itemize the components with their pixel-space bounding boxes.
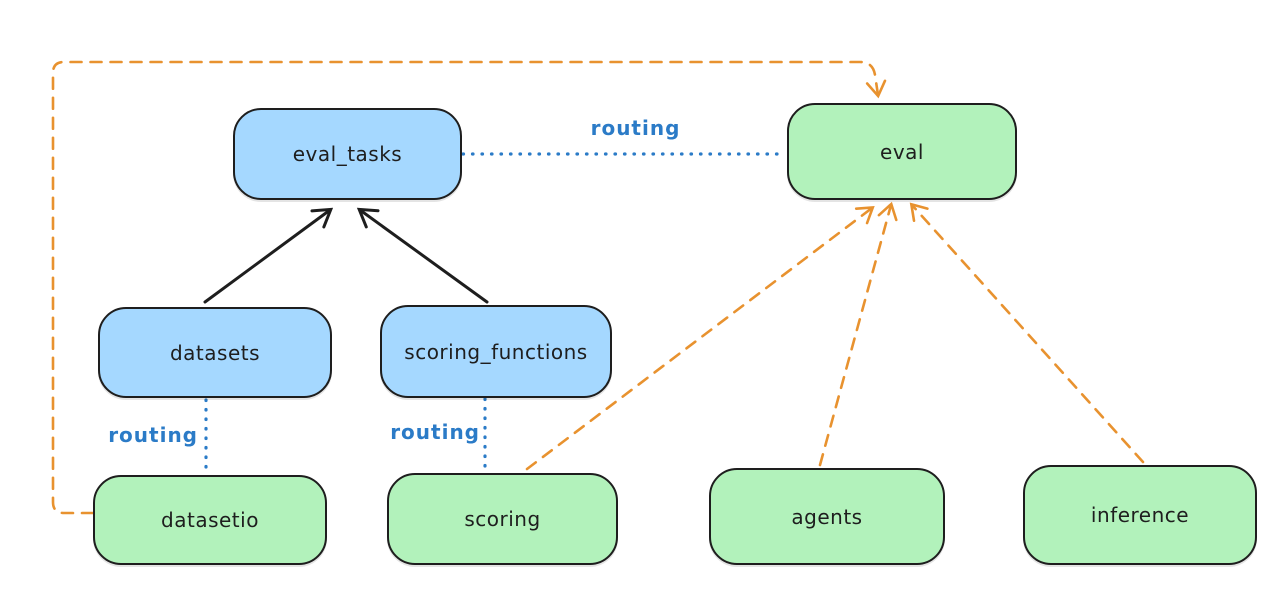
edge-label-routing-datasets-datasetio: routing [108,423,198,447]
node-scoring-label: scoring [464,507,541,531]
node-agents-label: agents [791,504,863,529]
edge-datasets-to-eval-tasks [203,207,334,304]
node-eval-label: eval [880,139,924,164]
node-eval-tasks-label: eval_tasks [292,142,403,166]
node-datasetio[interactable]: datasetio [93,475,327,565]
edge-datasetio-to-eval [51,60,887,515]
node-datasets[interactable]: datasets [98,307,332,398]
edge-agents-to-eval [818,201,898,467]
node-eval-tasks[interactable]: eval_tasks [233,108,462,200]
node-scoring-functions[interactable]: scoring_functions [380,305,612,398]
node-inference-label: inference [1090,503,1190,527]
node-scoring[interactable]: scoring [387,473,618,565]
edge-label-routing-eval-tasks-eval: routing [590,116,681,140]
node-agents[interactable]: agents [709,468,945,565]
node-scoring-functions-label: scoring_functions [404,339,588,364]
node-eval[interactable]: eval [787,103,1017,200]
edge-inference-to-eval [909,202,1145,464]
node-inference[interactable]: inference [1023,465,1257,565]
node-datasets-label: datasets [169,340,261,365]
edge-scoring-functions-to-eval-tasks [356,207,489,304]
edge-label-routing-scoring-functions-scoring: routing [390,420,480,444]
node-datasetio-label: datasetio [161,508,259,532]
edge-scoring-to-eval [525,205,875,471]
